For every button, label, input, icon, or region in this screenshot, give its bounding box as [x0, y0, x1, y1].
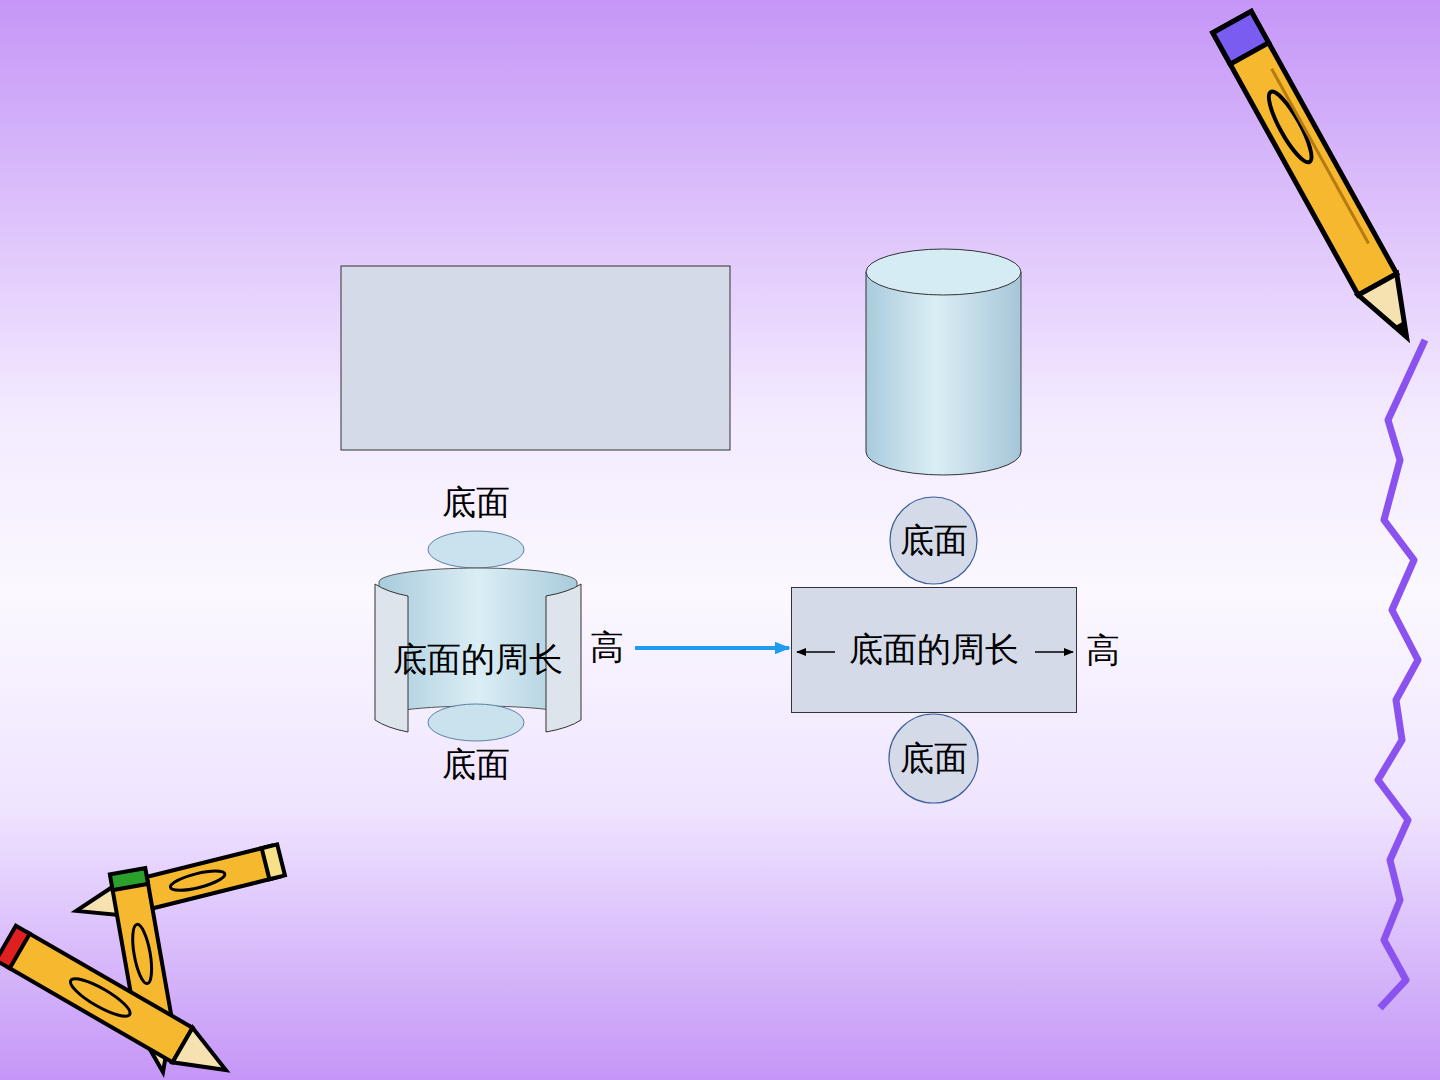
- pencil: [0, 926, 236, 1080]
- rect-outline: [792, 588, 1077, 713]
- base-circle: 底面: [888, 713, 979, 804]
- node-label: 底面: [420, 744, 532, 786]
- height-label: 高: [1081, 629, 1124, 673]
- ellipse-outline: [428, 531, 524, 568]
- pencil: [72, 844, 284, 926]
- base-ellipse: 底面: [420, 703, 532, 787]
- node-label: 底面: [888, 713, 979, 804]
- pencil: [1213, 11, 1427, 349]
- unrolled-side-rectangle: 底面的周长 高: [791, 587, 1124, 713]
- base-circle: 底面: [888, 496, 979, 585]
- wavy-border: [1378, 340, 1425, 1008]
- node-label: 底面: [420, 482, 532, 524]
- node-label: 底面的周长: [375, 638, 580, 682]
- dimension-arrow: [1035, 651, 1073, 653]
- node-label: 底面: [888, 496, 979, 585]
- base-ellipse: 底面: [420, 482, 532, 570]
- ellipse-outline: [428, 704, 524, 741]
- transform-arrow: [635, 646, 789, 650]
- height-label: 高: [585, 626, 629, 670]
- circle-outline: [889, 714, 978, 803]
- node-label: 底面的周长: [841, 628, 1027, 672]
- flat-rectangle: [341, 266, 730, 450]
- dimension-arrow: [797, 651, 835, 653]
- cylinder: [866, 249, 1021, 475]
